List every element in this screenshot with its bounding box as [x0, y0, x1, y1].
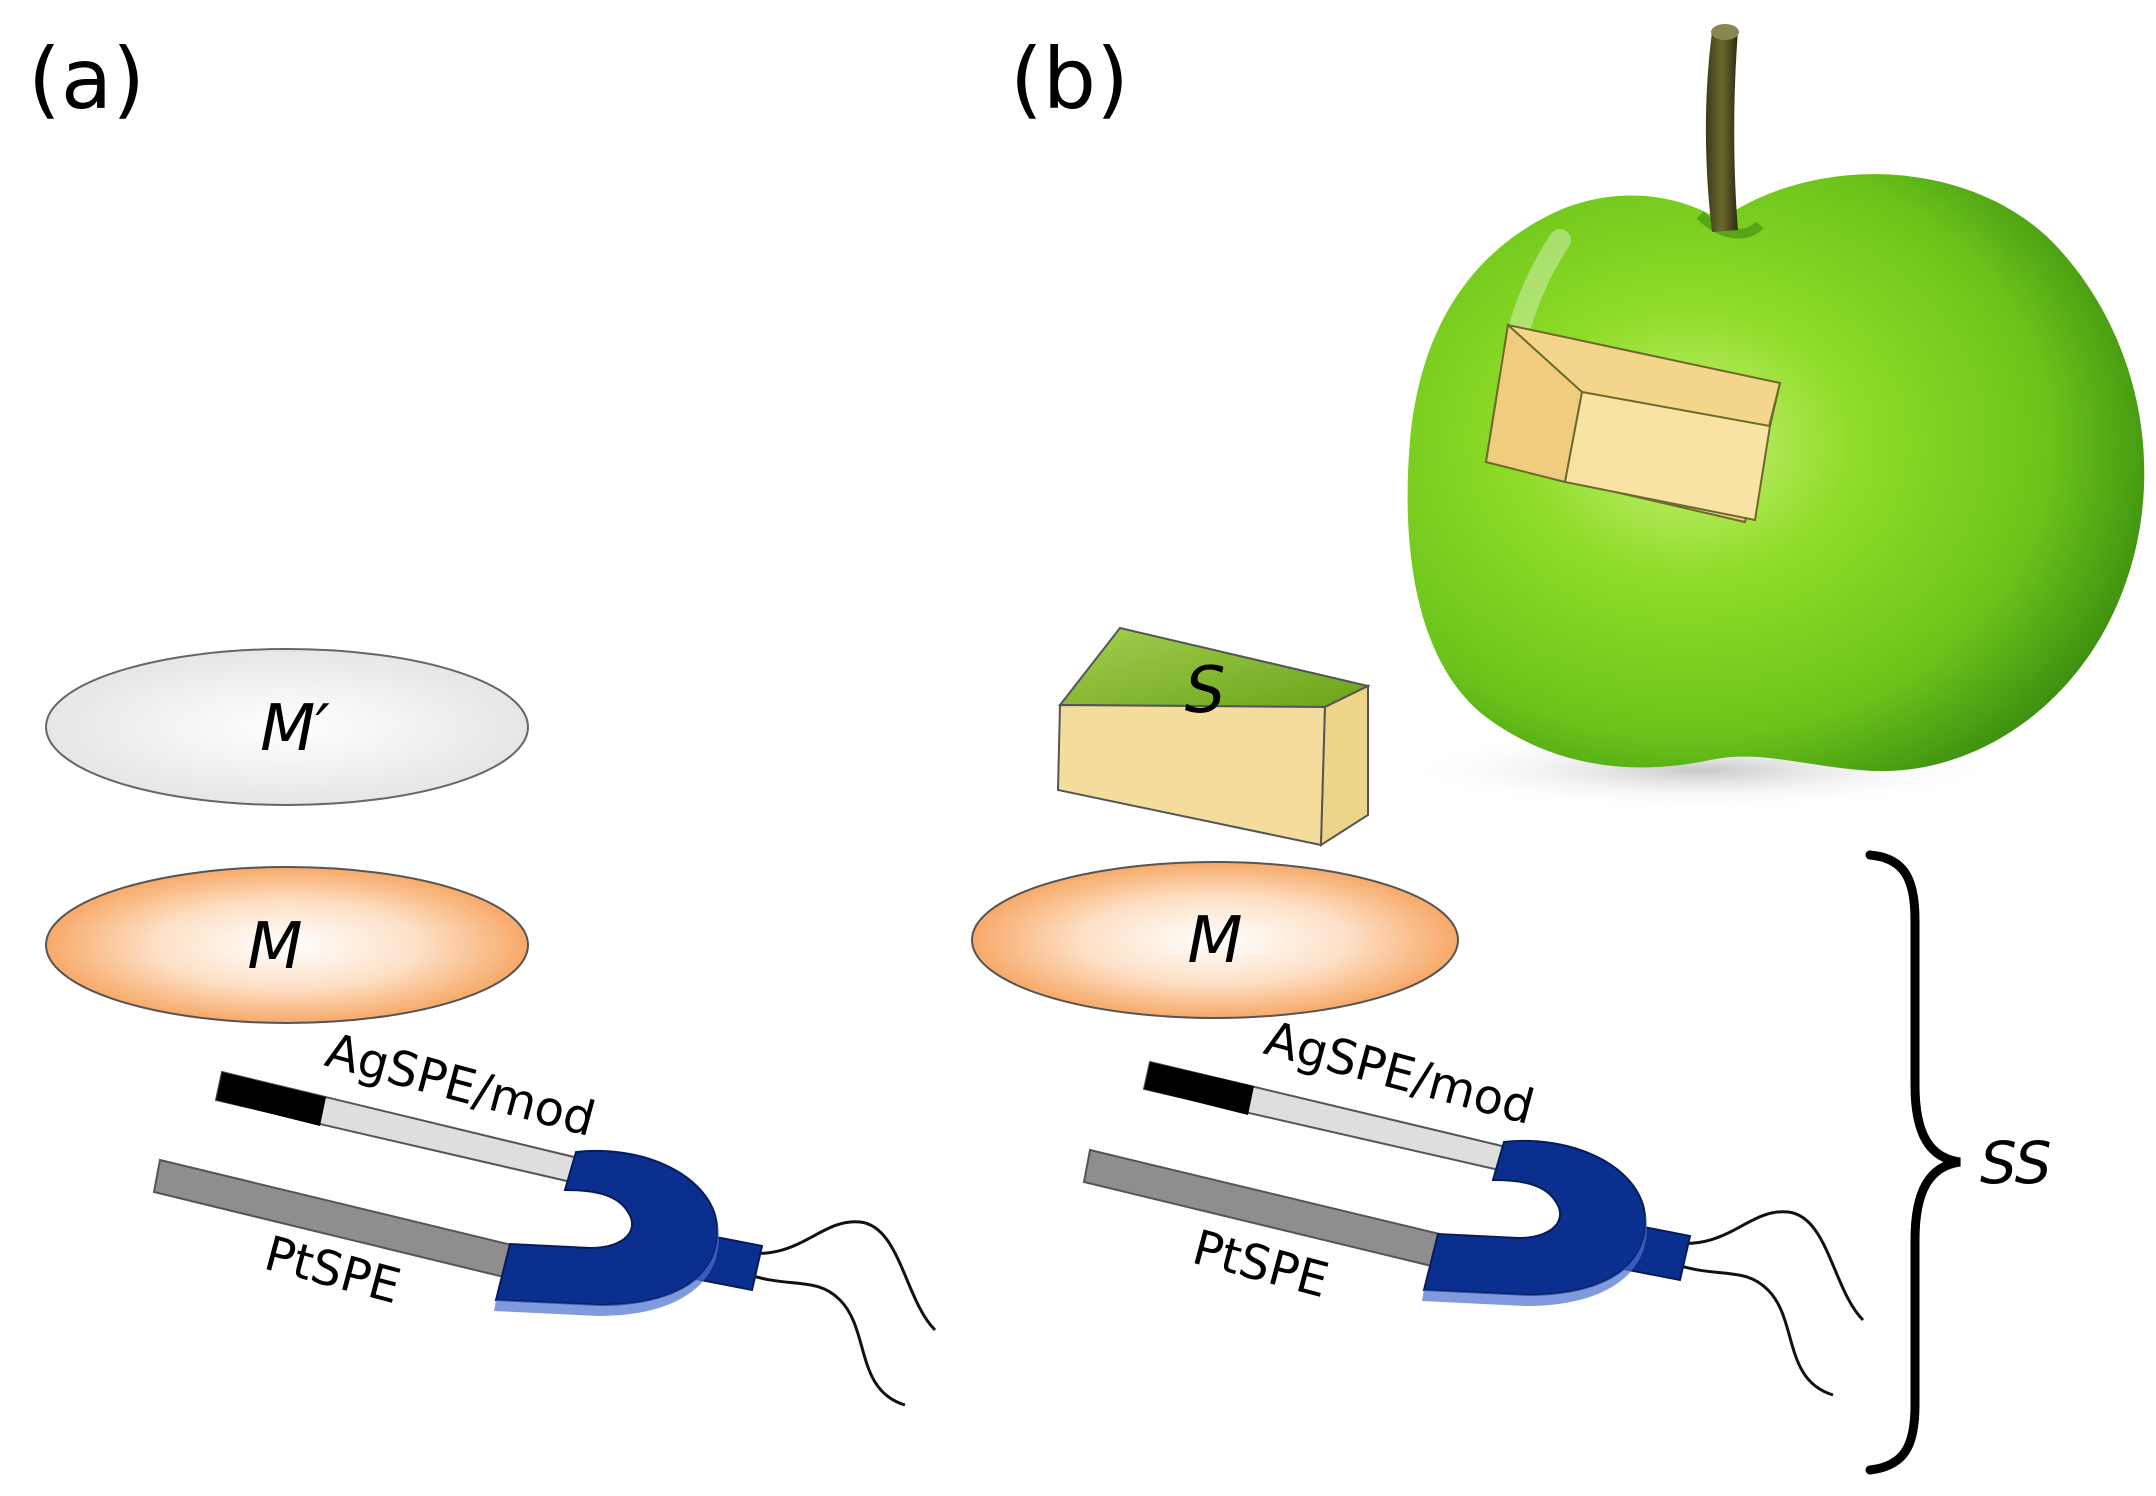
- curly-brace-icon: [1865, 850, 1961, 1475]
- panel-a-label: (a): [28, 30, 145, 128]
- membrane-prime-label: M′: [260, 692, 330, 766]
- sample-label: S: [1185, 654, 1226, 728]
- apple-icon: [1400, 24, 2145, 810]
- membrane-layer-a: M: [45, 866, 529, 1024]
- sensor-b: AgSPE/mod PtSPE: [1082, 1010, 1865, 1397]
- sensor-a: AgSPE/mod PtSPE: [152, 1022, 937, 1407]
- ss-label: SS: [1980, 1129, 2052, 1197]
- sample-block-icon: S: [1056, 626, 1371, 847]
- membrane-label-a: M: [247, 910, 302, 984]
- membrane-layer-b: M: [971, 861, 1459, 1019]
- membrane-label-b: M: [1187, 904, 1242, 978]
- panel-b-label: (b): [1010, 30, 1129, 128]
- membrane-prime-layer: M′: [45, 648, 529, 806]
